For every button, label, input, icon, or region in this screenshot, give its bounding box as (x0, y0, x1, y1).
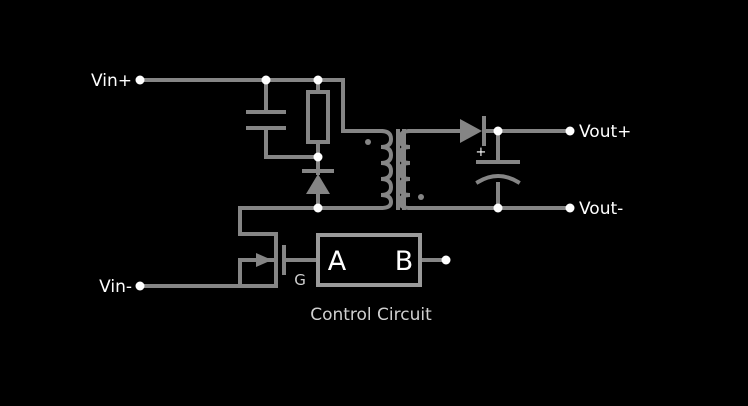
control-circuit-label: Control Circuit (310, 305, 432, 325)
wires (138, 78, 572, 288)
secondary-polarity-dot (418, 194, 424, 200)
node-res-top (313, 75, 323, 85)
capacitor-polarity-mark: + (476, 145, 487, 160)
vin-plus-label: Vin+ (91, 71, 132, 91)
vin-minus-label: Vin- (99, 277, 132, 297)
node-vout-minus (565, 203, 575, 213)
block-label-b: B (395, 246, 414, 277)
node-vin-minus (135, 281, 145, 291)
vout-minus-label: Vout- (579, 199, 623, 219)
output-diode (460, 116, 486, 146)
primary-polarity-dot (365, 139, 371, 145)
node-vout-plus (565, 126, 575, 136)
snubber-diode (302, 169, 334, 194)
node-primary-bottom (313, 203, 323, 213)
node-output-top (493, 126, 503, 136)
control-circuit-block: A B Control Circuit (310, 233, 432, 325)
gate-label: G (294, 271, 306, 289)
node-block-b-out (441, 255, 451, 265)
nodes (135, 75, 575, 291)
vout-plus-label: Vout+ (579, 122, 631, 142)
mosfet: G (238, 245, 306, 289)
snubber-resistor (306, 90, 330, 144)
node-output-bottom (493, 203, 503, 213)
snubber-capacitor (246, 110, 286, 130)
output-capacitor: + (475, 145, 521, 185)
node-snubber-mid (313, 152, 323, 162)
node-vin-plus (135, 75, 145, 85)
block-label-a: A (328, 246, 347, 277)
node-cap-top (261, 75, 271, 85)
transformer (365, 128, 424, 211)
